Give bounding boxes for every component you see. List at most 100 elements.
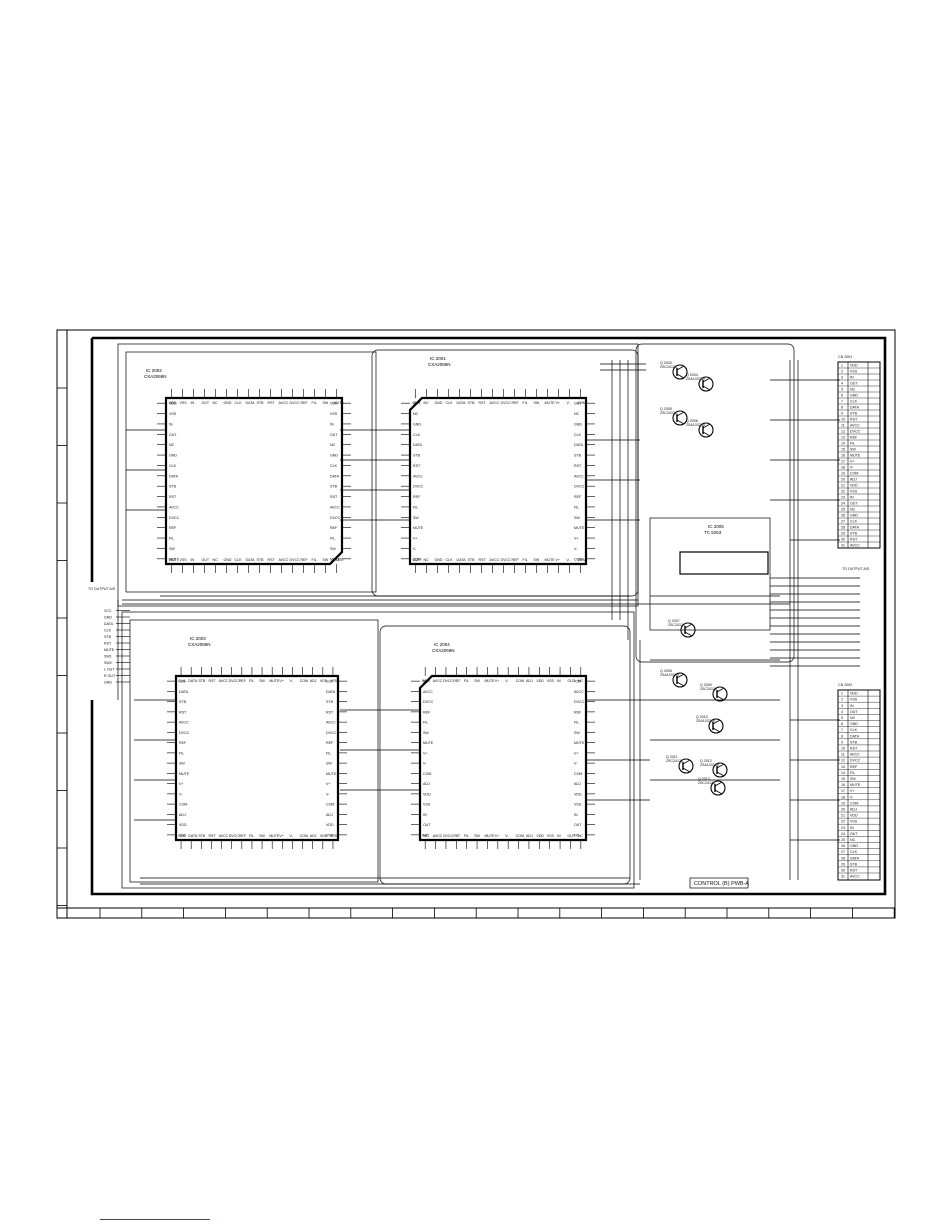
ic-pin-label: VSS bbox=[547, 679, 555, 683]
board-title: CONTROL (B) PWB-A bbox=[694, 881, 749, 887]
ic-pin-label: V+ bbox=[556, 401, 561, 405]
ic-pin-label: VSS bbox=[423, 803, 431, 807]
connector-pin-label: VDD bbox=[850, 814, 858, 818]
transistor-collector bbox=[714, 781, 723, 787]
ic-pin-label: V+ bbox=[423, 751, 428, 755]
connector-pin-label: AVCC bbox=[850, 875, 860, 879]
ic-pin-label: RST bbox=[169, 495, 177, 499]
drawing-frame bbox=[56, 329, 896, 919]
ic-pin-label: AVCC bbox=[574, 690, 584, 694]
connector-pin-number: 16 bbox=[841, 454, 845, 458]
ic-pin-label: VDD bbox=[423, 792, 431, 796]
left-signal-label: DATA bbox=[104, 622, 114, 626]
ic-pin-label: V+ bbox=[179, 782, 184, 786]
connector-pin-label: COM bbox=[850, 801, 858, 805]
left-signal-label: GND bbox=[104, 681, 112, 685]
connector-pin-label: RST bbox=[850, 538, 858, 542]
ic-pin-label: AVCC bbox=[219, 834, 229, 838]
ic-pin-label: SW bbox=[574, 731, 580, 735]
connector-pin-label: VSS bbox=[850, 820, 858, 824]
ic-pin-label: VDD bbox=[320, 679, 328, 683]
ic-pin-label: AVCC bbox=[433, 834, 443, 838]
connector-pin-number: 19 bbox=[841, 472, 845, 476]
connector-pin-number: 24 bbox=[841, 832, 845, 836]
transistor-body bbox=[698, 376, 714, 392]
connector-pin-number: 28 bbox=[841, 856, 845, 860]
ic-pin-label: REF bbox=[453, 679, 461, 683]
ic-pin-label: SW bbox=[259, 834, 265, 838]
ic-pin-label: REF bbox=[423, 710, 431, 714]
connector-pin-number: 21 bbox=[841, 484, 845, 488]
ic-pin-label: COM bbox=[516, 834, 524, 838]
transistor-emitter bbox=[684, 631, 693, 637]
ic-pin-label: FIL bbox=[423, 721, 428, 725]
ic-pin-label: RST bbox=[326, 710, 334, 714]
ic-pin-label: FIL bbox=[464, 679, 469, 683]
ic-pin-label: NC bbox=[424, 401, 430, 405]
ic-pin-label: V- bbox=[505, 834, 509, 838]
connector-pin-label: GND bbox=[850, 844, 858, 848]
connector-pin-label: SW bbox=[850, 777, 856, 781]
transistor-collector bbox=[716, 687, 725, 693]
ic-pin-label: V- bbox=[289, 679, 293, 683]
transistor-part: 2SA1037AK bbox=[686, 423, 706, 427]
connector-pin-number: 22 bbox=[841, 820, 845, 824]
transistor-part: 2SC2412K bbox=[666, 759, 684, 763]
connector-pin-number: 29 bbox=[841, 532, 845, 536]
ic-pin-label: VDD bbox=[169, 558, 177, 562]
connector-pin-number: 22 bbox=[841, 490, 845, 494]
ic-pin-label: VDD bbox=[536, 834, 544, 838]
ic-pin-label: MUTE bbox=[326, 772, 337, 776]
connector-pin-number: 27 bbox=[841, 520, 845, 524]
transistor-emitter bbox=[716, 695, 725, 701]
connector-pin-label: OUT bbox=[850, 502, 858, 506]
ic-pin-label: FIL bbox=[523, 401, 528, 405]
transistor-collector bbox=[702, 423, 711, 429]
ic-part: CXA2069N bbox=[428, 362, 451, 367]
footer-underline-link[interactable] bbox=[100, 1219, 210, 1220]
ic-pin-label: STB bbox=[257, 401, 265, 405]
ic-pin-label: CLK bbox=[235, 401, 243, 405]
connector-pin-label: V+ bbox=[850, 460, 855, 464]
ic-pin-label: MUTE bbox=[413, 526, 424, 530]
connector-pin-label: RST bbox=[850, 869, 858, 873]
connector-pin-number: 16 bbox=[841, 783, 845, 787]
ic-pin-label: DVCC bbox=[179, 731, 190, 735]
ic-pin-label: MUTE bbox=[574, 526, 585, 530]
connector-pin-number: 18 bbox=[841, 466, 845, 470]
ic-pin-label: IN bbox=[191, 558, 195, 562]
ic-pin-label: V- bbox=[326, 792, 330, 796]
connector-pin-number: 15 bbox=[841, 777, 845, 781]
ic-pin-label: COM bbox=[413, 557, 421, 561]
ic-ref: IC 2004 bbox=[434, 642, 450, 647]
ic-pin-label: VSS bbox=[326, 833, 334, 837]
ic-pin-label: RST bbox=[268, 401, 276, 405]
ic-pin-label: AVCC bbox=[279, 401, 289, 405]
ic-pin-label: GND bbox=[169, 454, 177, 458]
ic-pin-label: RST bbox=[268, 558, 276, 562]
ic-pin-label: MUTE bbox=[574, 741, 585, 745]
ic-pin-label: V+ bbox=[556, 558, 561, 562]
ic-pin-label: REF bbox=[574, 495, 582, 499]
ic-pin-label: STB bbox=[468, 558, 476, 562]
ic-pin-label: GND bbox=[224, 558, 232, 562]
ic-pin-label: REF bbox=[239, 834, 247, 838]
transistor-collector bbox=[682, 759, 691, 765]
connector-pin-number: 21 bbox=[841, 814, 845, 818]
ic-pin-label: STB bbox=[169, 485, 177, 489]
transistor-ref: Q 2003 bbox=[660, 361, 672, 365]
ic-pin-label: GND bbox=[330, 454, 338, 458]
transistor-ref: Q 2005 bbox=[660, 407, 672, 411]
ic-pin-label: NC bbox=[574, 412, 580, 416]
ic-pin-label: CLK bbox=[178, 834, 186, 838]
ic-pin-label: ADJ bbox=[574, 782, 581, 786]
ic-pin-label: MUTE bbox=[545, 558, 556, 562]
connector-pin-label: VDD bbox=[850, 364, 858, 368]
ic-pin-label: SW bbox=[326, 762, 332, 766]
ic-pin-label: STB bbox=[179, 700, 187, 704]
transistor-emitter bbox=[712, 727, 721, 733]
ic-pin-label: GND bbox=[435, 401, 443, 405]
